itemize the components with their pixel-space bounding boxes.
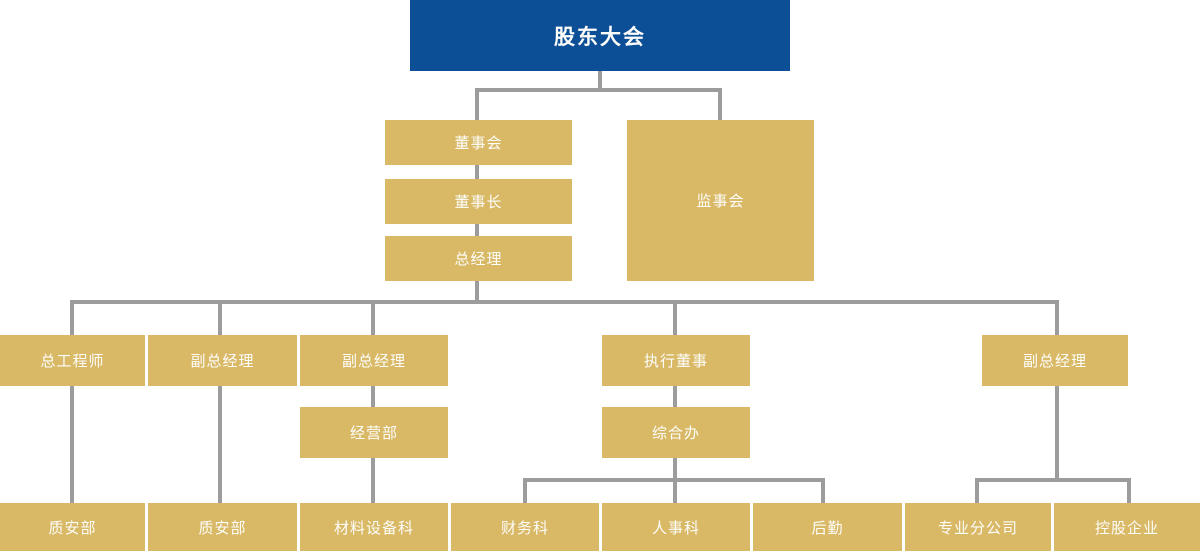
connector [523, 478, 527, 503]
node-deputy-gm-3: 副总经理 [982, 335, 1128, 386]
node-board-of-directors: 董事会 [385, 120, 572, 165]
connector [70, 386, 74, 503]
connector [475, 223, 479, 237]
node-shareholders-meeting: 股东大会 [410, 0, 790, 71]
node-supervisory-board: 监事会 [627, 120, 814, 281]
node-deputy-gm-2: 副总经理 [300, 335, 448, 386]
connector [673, 386, 677, 407]
connector [673, 300, 677, 336]
node-holding-enterprises: 控股企业 [1054, 503, 1200, 551]
node-general-manager: 总经理 [385, 236, 572, 281]
node-operations-dept: 经营部 [300, 407, 448, 458]
connector [371, 457, 375, 503]
node-materials-equipment-dept: 材料设备科 [300, 503, 448, 551]
connector [218, 386, 222, 503]
connector [475, 164, 479, 180]
connector [1055, 386, 1059, 480]
connector [975, 478, 1131, 482]
connector [523, 478, 825, 482]
connector [70, 300, 74, 336]
connector [975, 478, 979, 503]
node-qa-dept-2: 质安部 [148, 503, 297, 551]
connector [218, 300, 222, 336]
node-hr-dept: 人事科 [602, 503, 750, 551]
node-general-office: 综合办 [602, 407, 750, 458]
node-subsidiary-companies: 专业分公司 [905, 503, 1051, 551]
connector [1127, 478, 1131, 503]
node-logistics-dept: 后勤 [753, 503, 902, 551]
connector [475, 281, 479, 301]
connector [598, 71, 602, 92]
node-chief-engineer: 总工程师 [0, 335, 145, 386]
connector [371, 386, 375, 407]
node-deputy-gm-1: 副总经理 [148, 335, 297, 386]
connector [718, 88, 722, 120]
connector [1055, 300, 1059, 336]
connector [821, 478, 825, 503]
connector [71, 300, 1057, 304]
node-chairman: 董事长 [385, 179, 572, 224]
node-executive-director: 执行董事 [602, 335, 750, 386]
connector [475, 88, 722, 92]
node-finance-dept: 财务科 [451, 503, 599, 551]
connector [475, 88, 479, 120]
node-qa-dept-1: 质安部 [0, 503, 145, 551]
connector [371, 300, 375, 336]
